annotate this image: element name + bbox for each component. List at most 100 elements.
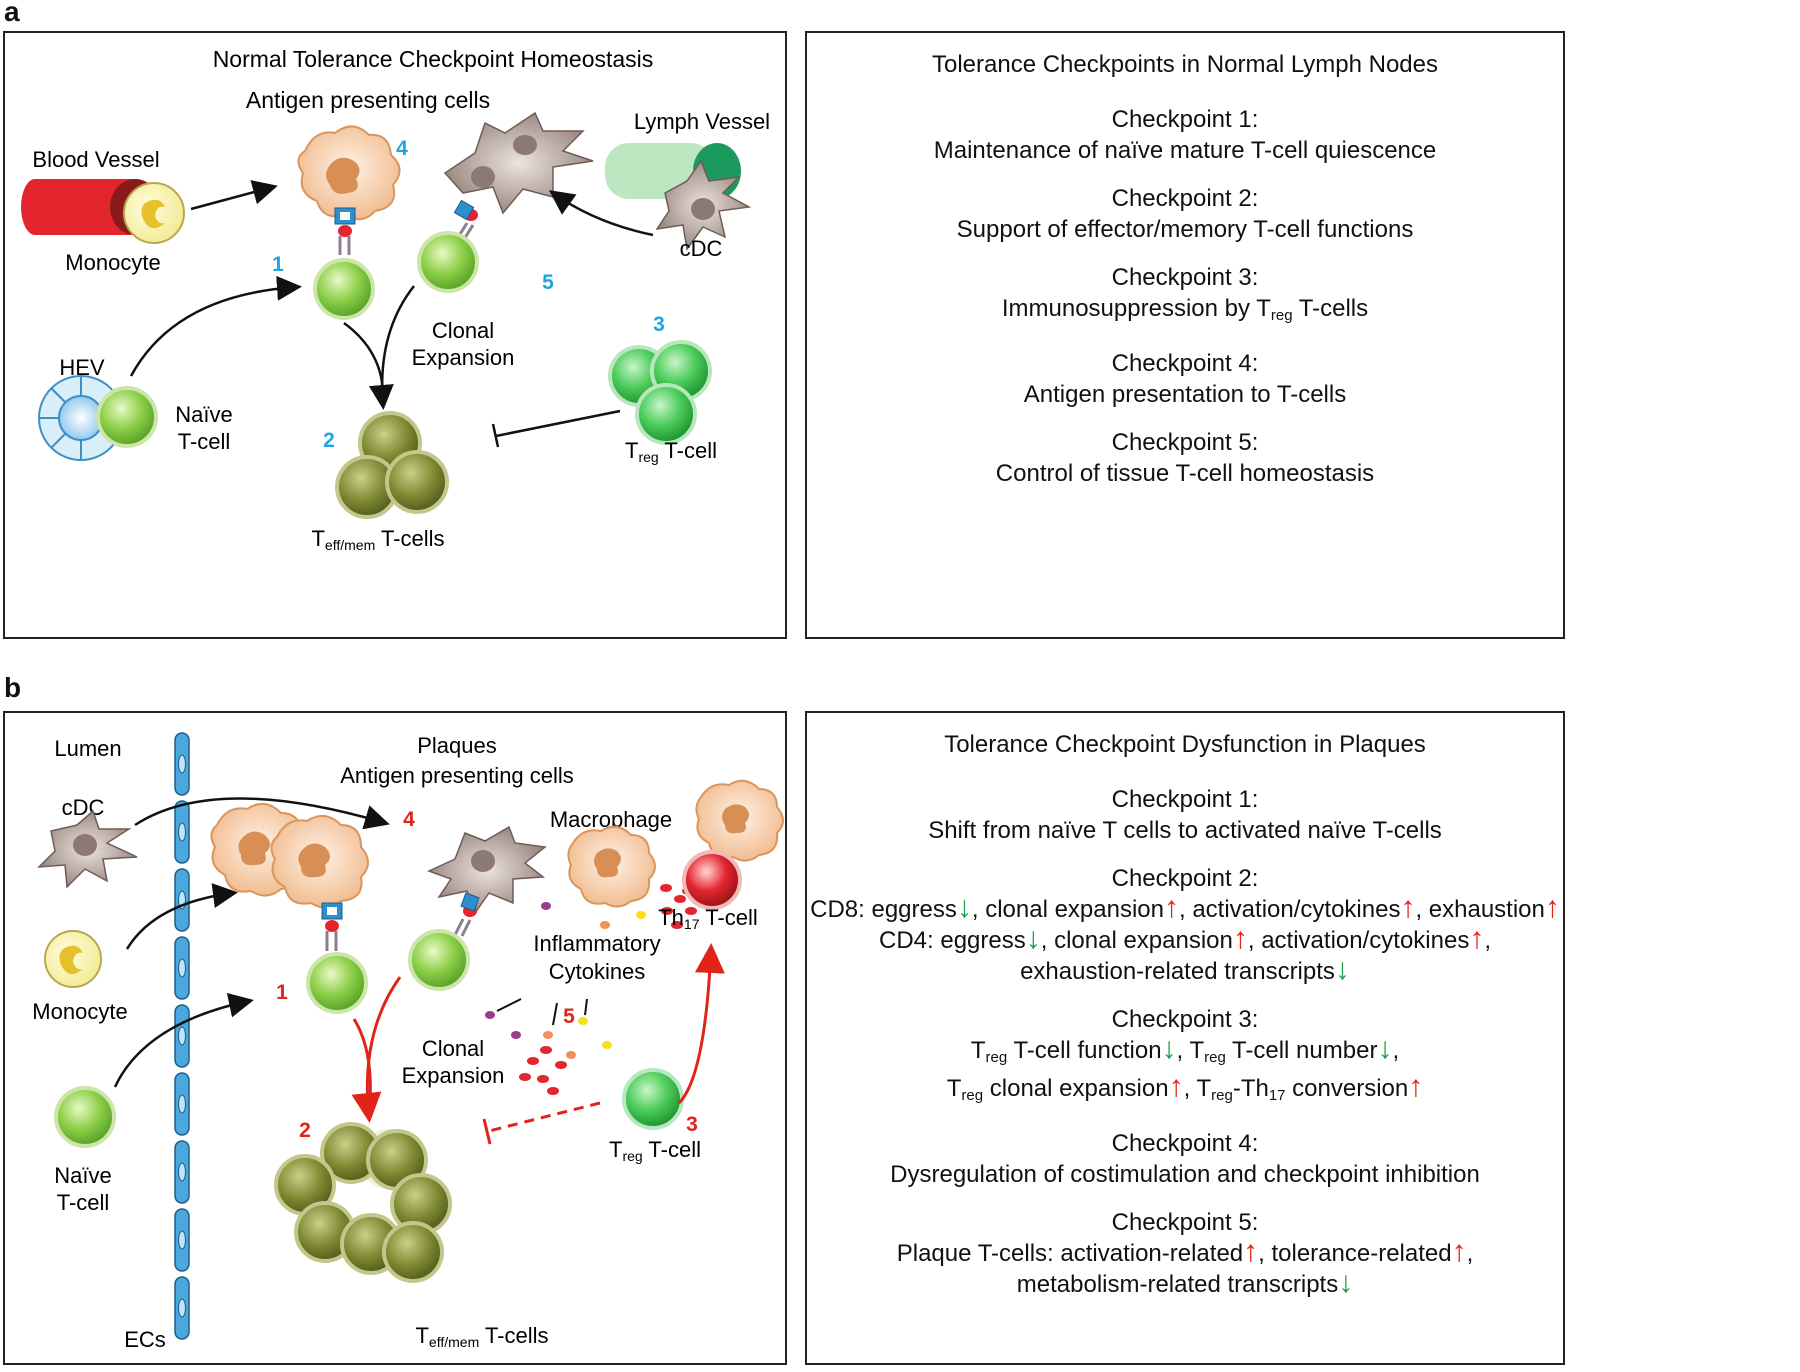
- macrophage-cell-icon: [567, 825, 656, 908]
- panel-a-diagram: Normal Tolerance Checkpoint Homeostasis …: [21, 46, 770, 553]
- arrow-down-icon: ↓: [1377, 1032, 1393, 1065]
- checkpoint-text: Maintenance of naïve mature T-cell quies…: [933, 137, 1437, 164]
- dendritic-cell-icon: [427, 825, 547, 937]
- clonal-label-line2: Expansion: [402, 1063, 505, 1088]
- checkpoint-number-2: 2: [299, 1119, 311, 1142]
- t-cell-icon: [417, 231, 479, 293]
- checkpoint-1: Checkpoint 1: Shift from naïve T cells t…: [928, 784, 1442, 846]
- checkpoint-heading: Checkpoint 1:: [1111, 786, 1259, 813]
- inflammatory-label-line1: Inflammatory: [533, 931, 660, 956]
- panel-b-letter: b: [4, 672, 22, 703]
- arrow-clonal-expansion: [343, 321, 385, 402]
- arrow-down-icon: ↓: [956, 891, 972, 924]
- endothelial-cells-wall-icon: [174, 732, 190, 1340]
- arrow-cdc-to-apc: [548, 190, 654, 237]
- panel-a-letter: a: [4, 0, 20, 27]
- checkpoint-2: Checkpoint 2: Support of effector/memory…: [957, 183, 1414, 245]
- t-cell-icon: [306, 952, 368, 1014]
- arrow-monocyte-into-plaque: [125, 883, 238, 950]
- dashed-inhibition-line: [482, 1101, 601, 1145]
- arrow-clonal-expansion-branch: [368, 285, 415, 410]
- arrow-hev-to-tcell: [129, 275, 302, 377]
- checkpoint-3: Checkpoint 3: Treg T-cell function↓, Tre…: [947, 1004, 1424, 1111]
- checkpoint-number-2: 2: [323, 429, 335, 452]
- treg-expansion-line: Treg clonal expansion↑, Treg-Th17 conver…: [946, 1070, 1424, 1105]
- antigen-presenting-cell-icon: [297, 125, 401, 255]
- checkpoint-heading: Checkpoint 5:: [1111, 429, 1259, 456]
- t-cell-icon: [408, 929, 470, 991]
- endothelial-nucleus-icon: [178, 754, 186, 774]
- hev-icon: [38, 375, 124, 461]
- checkpoint-number-3: 3: [653, 313, 665, 336]
- naive-t-cell-icon: [54, 1086, 116, 1148]
- dendritic-cell-icon: [443, 111, 594, 242]
- plaque-tcells-line: Plaque T-cells: activation-related↑, tol…: [896, 1235, 1474, 1268]
- checkpoint-heading: Checkpoint 3:: [1111, 264, 1259, 291]
- checkpoint-heading: Checkpoint 1:: [1111, 106, 1259, 133]
- lymph-vessel-label: Lymph Vessel: [634, 109, 770, 134]
- cdc-cell-icon: [37, 809, 138, 889]
- cd4-line: CD4: eggress↓, clonal expansion↑, activa…: [879, 922, 1491, 955]
- checkpoint-number-4: 4: [403, 808, 415, 831]
- arrow-up-icon: ↑: [1451, 1235, 1467, 1268]
- treg-label: Treg T-cell: [625, 438, 717, 465]
- checkpoint-text: Support of effector/memory T-cell functi…: [956, 216, 1414, 243]
- endothelial-nucleus-icon: [178, 1230, 186, 1250]
- cd8-line: CD8: eggress↓, clonal expansion↑, activa…: [810, 891, 1560, 924]
- arrow-down-icon: ↓: [1338, 1266, 1354, 1299]
- teff-mem-cell-cluster-icon: [274, 1122, 452, 1283]
- th17-cell-icon: [682, 850, 742, 910]
- checkpoint-1: Checkpoint 1: Maintenance of naïve matur…: [934, 104, 1437, 166]
- arrow-down-icon: ↓: [1334, 953, 1350, 986]
- plaques-label: Plaques: [417, 733, 497, 758]
- cdc-label: cDC: [680, 236, 723, 261]
- checkpoint-heading: Checkpoint 4:: [1111, 1130, 1259, 1157]
- panel-b-diagram-box: Lumen Plaques Antigen presenting cells E…: [3, 711, 787, 1365]
- endothelial-nucleus-icon: [178, 822, 186, 842]
- clonal-label-line1: Clonal: [422, 1036, 484, 1061]
- t-cell-icon: [313, 258, 375, 320]
- arrow-up-icon: ↑: [1469, 922, 1485, 955]
- arrow-cdc-into-plaque: [134, 797, 390, 830]
- naive-label-line1: Naïve: [54, 1163, 111, 1188]
- endothelial-nucleus-icon: [178, 1162, 186, 1182]
- hev-label: HEV: [59, 355, 105, 380]
- inhibition-line: [491, 409, 621, 448]
- antigen-presenting-cell-icon: [210, 802, 369, 951]
- inflammatory-label-line2: Cytokines: [549, 959, 646, 984]
- panel-a-apc-label: Antigen presenting cells: [246, 87, 490, 113]
- arrow-up-icon: ↑: [1232, 922, 1248, 955]
- treg-cell-icon: [622, 1068, 684, 1130]
- checkpoint-text: Shift from naïve T cells to activated na…: [928, 817, 1442, 844]
- checkpoint-3: Checkpoint 3: Immunosuppression by Treg …: [1002, 262, 1368, 331]
- teff-label: Teff/mem T-cells: [415, 1323, 548, 1350]
- checkpoint-4: Checkpoint 4: Antigen presentation to T-…: [1024, 348, 1346, 410]
- checkpoint-number-5: 5: [542, 271, 554, 294]
- arrow-up-icon: ↑: [1164, 891, 1179, 924]
- monocyte-label: Monocyte: [32, 999, 127, 1024]
- arrow-up-icon: ↑: [1168, 1070, 1184, 1103]
- checkpoint-number-4: 4: [396, 137, 408, 160]
- cytokine-dots-icon: [485, 884, 697, 1095]
- endothelial-nucleus-icon: [178, 958, 186, 978]
- checkpoint-text: Immunosuppression by Treg T-cells: [1001, 295, 1369, 324]
- ecs-label: ECs: [124, 1327, 166, 1352]
- checkpoint-5: Checkpoint 5: Plaque T-cells: activation…: [897, 1207, 1474, 1300]
- naive-label-line2: T-cell: [57, 1190, 110, 1215]
- clonal-label-line1: Clonal: [432, 318, 494, 343]
- endothelial-nucleus-icon: [178, 1298, 186, 1318]
- panel-a-title: Normal Tolerance Checkpoint Homeostasis: [213, 46, 654, 72]
- arrow-monocyte-to-apc: [190, 180, 278, 211]
- checkpoint-2: Checkpoint 2: CD8: eggress↓, clonal expa…: [810, 863, 1560, 987]
- arrow-clonal-expansion-branch: [351, 976, 402, 1123]
- arrow-up-icon: ↑: [1544, 891, 1560, 924]
- teff-mem-cell-cluster-icon: [335, 411, 449, 519]
- naive-label-line1: Naïve: [175, 402, 232, 427]
- checkpoint-5: Checkpoint 5: Control of tissue T-cell h…: [996, 427, 1374, 489]
- teff-label: Teff/mem T-cells: [311, 526, 444, 553]
- checkpoint-number-1: 1: [276, 981, 288, 1004]
- monocyte-cell-icon: [44, 930, 102, 988]
- arrow-down-icon: ↓: [1025, 922, 1041, 955]
- checkpoint-text: Control of tissue T-cell homeostasis: [995, 460, 1375, 487]
- blood-vessel-label: Blood Vessel: [32, 147, 159, 172]
